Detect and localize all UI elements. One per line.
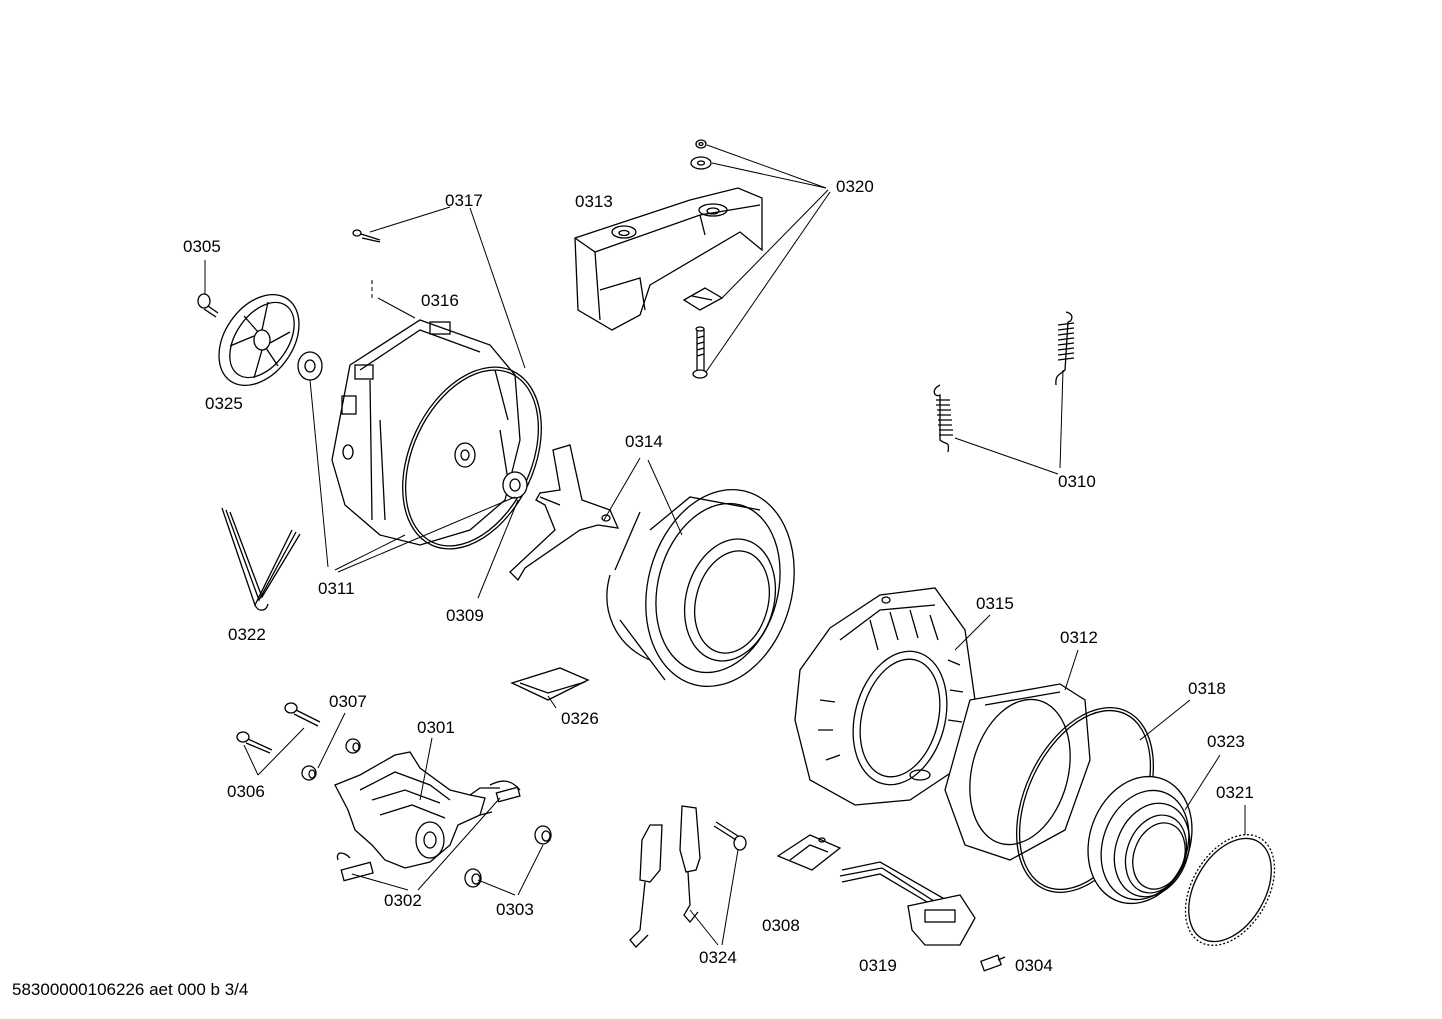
part-0306-screw-2 bbox=[284, 702, 321, 727]
part-0322-drive-belt bbox=[221, 507, 301, 611]
part-0311-bearing-2 bbox=[502, 471, 528, 499]
label-0319: 0319 bbox=[859, 956, 897, 975]
part-0307-nut-2 bbox=[345, 738, 361, 754]
label-0311: 0311 bbox=[318, 579, 355, 598]
part-0301-motor bbox=[334, 751, 521, 869]
label-0313: 0313 bbox=[575, 192, 613, 211]
label-0321: 0321 bbox=[1216, 783, 1254, 802]
label-0308: 0308 bbox=[762, 916, 800, 935]
label-0316: 0316 bbox=[421, 291, 459, 310]
part-0325-pulley bbox=[218, 293, 300, 387]
part-0323-bellows bbox=[1087, 775, 1193, 905]
label-0315: 0315 bbox=[976, 594, 1014, 613]
label-0310: 0310 bbox=[1058, 472, 1096, 491]
label-0314: 0314 bbox=[625, 432, 663, 451]
part-0310-spring-left bbox=[933, 384, 953, 453]
part-0314-spider-arm bbox=[509, 444, 620, 582]
part-0313-counterweight bbox=[574, 187, 763, 331]
label-0303: 0303 bbox=[496, 900, 534, 919]
part-0303-cap-1 bbox=[534, 825, 552, 845]
part-0316-rear-tub bbox=[331, 319, 521, 546]
part-0304-sensor bbox=[979, 954, 1006, 972]
callout-labels: 0320 0313 0317 0305 0316 0325 0314 0310 … bbox=[183, 177, 1254, 975]
label-0323: 0323 bbox=[1207, 732, 1245, 751]
part-0314-drum bbox=[606, 488, 795, 688]
part-0311-bearing bbox=[297, 351, 323, 381]
label-0325: 0325 bbox=[205, 394, 243, 413]
part-0306-screw-1 bbox=[236, 731, 273, 754]
part-0315-front-tub bbox=[794, 587, 976, 806]
part-0320-nut-washer bbox=[690, 139, 712, 170]
label-0305: 0305 bbox=[183, 237, 221, 256]
part-0312-front-panel bbox=[944, 683, 1091, 861]
label-0301: 0301 bbox=[417, 718, 455, 737]
label-0306: 0306 bbox=[227, 782, 265, 801]
leader-lines bbox=[204, 144, 1246, 946]
label-0320: 0320 bbox=[836, 177, 874, 196]
label-0317: 0317 bbox=[445, 191, 483, 210]
part-0303-cap-2 bbox=[464, 868, 482, 888]
label-0326: 0326 bbox=[561, 709, 599, 728]
part-0308-heater-bracket bbox=[776, 834, 842, 871]
part-0310-spring-right bbox=[1055, 311, 1075, 386]
part-0320-bolt bbox=[692, 326, 708, 379]
label-0307: 0307 bbox=[329, 692, 367, 711]
part-0324-screw bbox=[713, 821, 747, 851]
label-0312: 0312 bbox=[1060, 628, 1098, 647]
label-0324: 0324 bbox=[699, 948, 737, 967]
label-0302: 0302 bbox=[384, 891, 422, 910]
label-0318: 0318 bbox=[1188, 679, 1226, 698]
part-0320-clip-plate bbox=[682, 287, 724, 311]
part-0302-brush bbox=[336, 852, 374, 882]
part-0319-heater bbox=[839, 861, 976, 946]
part-0317-screw bbox=[352, 229, 381, 243]
label-0304: 0304 bbox=[1015, 956, 1053, 975]
document-id-footer: 58300000106226 aet 000 b 3/4 bbox=[12, 980, 249, 999]
part-0321-clamp-ring bbox=[1184, 834, 1276, 946]
part-0305-screw bbox=[197, 293, 219, 318]
label-0309: 0309 bbox=[446, 606, 484, 625]
part-0307-nut-1 bbox=[301, 765, 317, 781]
part-0324-damper-1 bbox=[629, 824, 663, 948]
label-0322: 0322 bbox=[228, 625, 266, 644]
part-0324-damper-2 bbox=[679, 805, 701, 924]
part-0326-bracket bbox=[510, 667, 590, 701]
